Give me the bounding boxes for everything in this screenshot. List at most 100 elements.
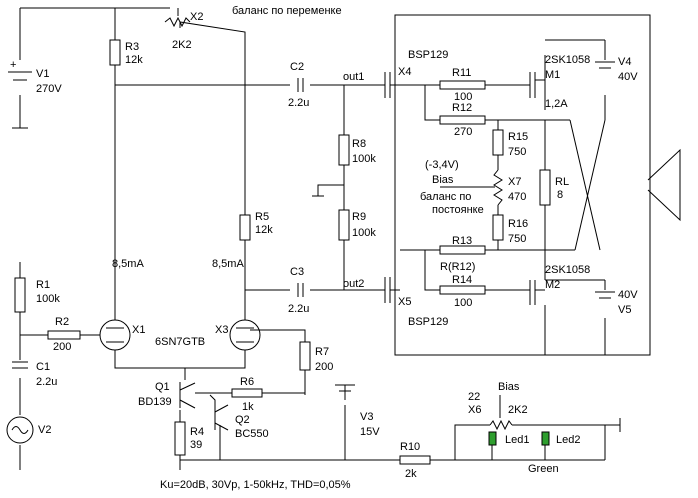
battery-v5 bbox=[595, 291, 615, 299]
potentiometer-x6 bbox=[489, 419, 513, 431]
label-tube: 6SN7GTB bbox=[155, 336, 205, 348]
mosfet-m1 bbox=[529, 72, 545, 98]
value-r2: 200 bbox=[53, 341, 71, 353]
value-r1: 100k bbox=[36, 293, 60, 305]
potentiometer-x7 bbox=[493, 169, 503, 206]
label-x1: X1 bbox=[132, 324, 145, 336]
value-r14: 100 bbox=[454, 297, 472, 309]
label-x4: X4 bbox=[398, 66, 411, 78]
label-v5: V5 bbox=[618, 304, 631, 316]
label-q2: Q2 bbox=[235, 414, 250, 426]
label-out1: out1 bbox=[343, 71, 364, 83]
label-v3: V3 bbox=[360, 411, 373, 423]
value-rl: 8 bbox=[557, 189, 563, 201]
value-v3: 15V bbox=[360, 426, 380, 438]
resistor-r8 bbox=[338, 134, 350, 166]
label-r9: R9 bbox=[352, 211, 366, 223]
label-c2: C2 bbox=[290, 61, 304, 73]
value-x7: 470 bbox=[508, 191, 526, 203]
value-x4: BSP129 bbox=[408, 49, 448, 61]
value-r6: 1k bbox=[242, 401, 254, 413]
value-r15: 750 bbox=[508, 146, 526, 158]
label-r4: R4 bbox=[190, 426, 204, 438]
resistor-r5 bbox=[239, 214, 251, 241]
led-1 bbox=[488, 431, 497, 446]
label-r8: R8 bbox=[352, 138, 366, 150]
label-r3: R3 bbox=[125, 41, 139, 53]
capacitor-c2 bbox=[297, 78, 304, 92]
led-2 bbox=[541, 431, 550, 446]
value-r10: 2k bbox=[405, 468, 417, 480]
label-r2: R2 bbox=[55, 316, 69, 328]
tube-x1 bbox=[99, 319, 131, 351]
value-r12: 270 bbox=[454, 126, 472, 138]
value-r5: 12k bbox=[255, 224, 273, 236]
value-c2: 2.2u bbox=[288, 97, 309, 109]
capacitor-c3 bbox=[297, 283, 304, 297]
ac-source-v2 bbox=[6, 416, 34, 444]
resistor-r7 bbox=[299, 341, 311, 371]
mosfet-m2 bbox=[529, 280, 545, 305]
resistor-r13 bbox=[439, 245, 486, 255]
value-v5: 40V bbox=[618, 289, 638, 301]
value-v1: 270V bbox=[36, 83, 62, 95]
value-m2: 2SK1058 bbox=[545, 264, 590, 276]
label-r10: R10 bbox=[400, 441, 420, 453]
battery-v3 bbox=[335, 384, 355, 392]
label-current-right: 8,5mA bbox=[212, 258, 244, 270]
label-green: Green bbox=[528, 463, 559, 475]
label-r14: R14 bbox=[452, 274, 472, 286]
capacitor-c1 bbox=[12, 361, 28, 369]
resistor-r11 bbox=[439, 80, 486, 90]
label-r11: R11 bbox=[452, 67, 471, 79]
value-x2: 2K2 bbox=[172, 39, 192, 51]
resistor-r3 bbox=[109, 39, 121, 66]
label-r13: R13 bbox=[452, 235, 472, 247]
label-q1: Q1 bbox=[155, 381, 170, 393]
resistor-r12 bbox=[439, 115, 486, 125]
resistor-r6 bbox=[231, 388, 263, 398]
resistor-r4 bbox=[174, 421, 186, 456]
label-current-left: 8,5mA bbox=[112, 258, 144, 270]
label-x7: X7 bbox=[508, 176, 521, 188]
value-r7: 200 bbox=[315, 361, 333, 373]
value-r8: 100k bbox=[352, 153, 376, 165]
label-balance-dc-1: баланс по bbox=[420, 191, 471, 203]
label-c1: C1 bbox=[36, 361, 50, 373]
label-bias-voltage: (-3,4V) bbox=[425, 159, 459, 171]
resistor-rl bbox=[539, 169, 551, 206]
potentiometer-x2 bbox=[164, 8, 191, 28]
v1-plus: + bbox=[10, 59, 16, 71]
mosfet-x4 bbox=[384, 72, 400, 98]
resistor-r15 bbox=[492, 129, 504, 156]
label-current-out: 1,2A bbox=[545, 98, 568, 110]
label-m1: M1 bbox=[545, 69, 560, 81]
resistor-r1 bbox=[14, 277, 26, 313]
label-bias2: Bias bbox=[498, 381, 520, 393]
label-balance-dc-2: постоянке bbox=[432, 204, 484, 216]
value-m1: 2SK1058 bbox=[545, 54, 590, 66]
battery-v1: + bbox=[8, 59, 32, 81]
value-r3: 12k bbox=[125, 54, 143, 66]
value-r4: 39 bbox=[190, 439, 202, 451]
wires bbox=[19, 7, 681, 470]
value-r11: 100 bbox=[454, 91, 472, 103]
label-r5: R5 bbox=[255, 211, 269, 223]
label-v2: V2 bbox=[38, 424, 51, 436]
value-x5: BSP129 bbox=[408, 316, 448, 328]
resistor-r16 bbox=[492, 214, 504, 241]
value-r9: 100k bbox=[352, 227, 376, 239]
value-r16: 750 bbox=[508, 233, 526, 245]
label-led2: Led2 bbox=[556, 434, 580, 446]
transistor-q1 bbox=[179, 382, 196, 409]
label-rl: RL bbox=[555, 176, 569, 188]
value-c3: 2.2u bbox=[288, 303, 309, 315]
label-spec: Ku=20dB, 30Vp, 1-50kHz, THD=0,05% bbox=[160, 479, 351, 491]
label-r12: R12 bbox=[452, 102, 472, 114]
label-rl12: R(R12) bbox=[440, 261, 475, 273]
transistor-q2 bbox=[214, 404, 229, 431]
label-v1: V1 bbox=[36, 68, 49, 80]
label-balance-ac: баланс по переменке bbox=[232, 5, 342, 17]
